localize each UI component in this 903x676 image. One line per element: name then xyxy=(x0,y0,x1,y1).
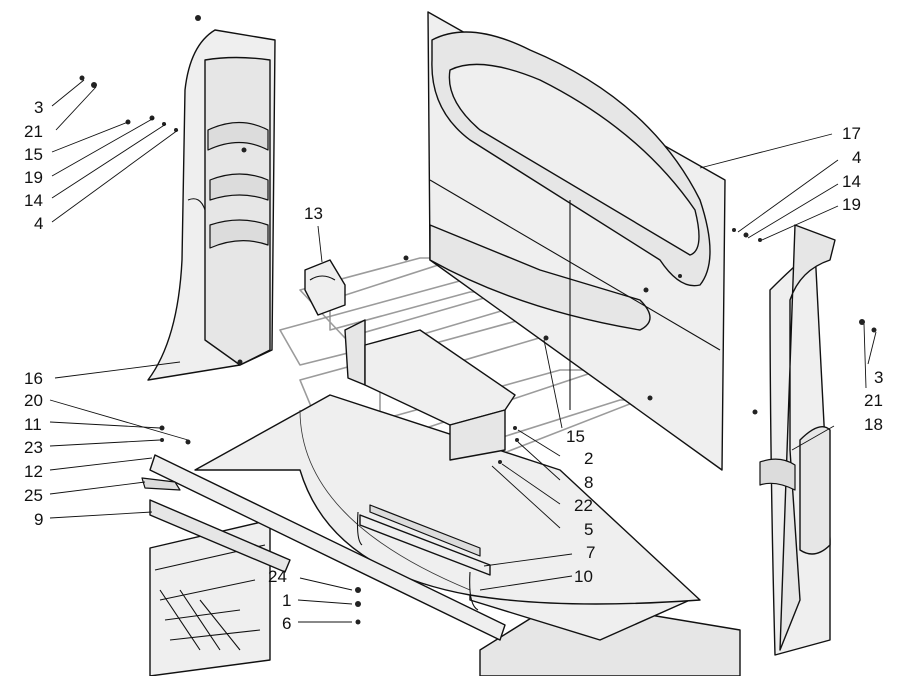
callout-25: 25 xyxy=(24,486,43,505)
callout-5: 5 xyxy=(584,520,593,539)
sill-trim-rail xyxy=(141,454,506,641)
door-panel xyxy=(427,11,726,471)
callout-17: 17 xyxy=(842,124,861,143)
callout-6: 6 xyxy=(282,614,291,633)
callout-13: 13 xyxy=(304,204,323,223)
callout-15-left: 15 xyxy=(24,145,43,164)
callout-19-left: 19 xyxy=(24,168,43,187)
right-pillar-trim xyxy=(752,224,836,656)
callout-14-right: 14 xyxy=(842,172,861,191)
callout-1: 1 xyxy=(282,591,291,610)
callout-12: 12 xyxy=(24,462,43,481)
callout-14-left: 14 xyxy=(24,191,43,210)
callout-3-left: 3 xyxy=(34,98,43,117)
handle-strip xyxy=(356,504,491,611)
callout-3-right: 3 xyxy=(874,368,883,387)
callout-4-left: 4 xyxy=(34,214,43,233)
callout-10: 10 xyxy=(574,567,593,586)
callout-21-right: 21 xyxy=(864,391,883,410)
callout-24: 24 xyxy=(268,567,287,586)
callout-2: 2 xyxy=(584,449,593,468)
bracket xyxy=(304,259,346,316)
storage-box xyxy=(344,319,516,461)
callout-8: 8 xyxy=(584,473,593,492)
callout-22: 22 xyxy=(574,496,593,515)
callout-18: 18 xyxy=(864,415,883,434)
leader-lines xyxy=(49,79,877,623)
callout-7: 7 xyxy=(586,543,595,562)
callout-9: 9 xyxy=(34,510,43,529)
callout-23: 23 xyxy=(24,438,43,457)
callout-19-right: 19 xyxy=(842,195,861,214)
callout-21-left: 21 xyxy=(24,122,43,141)
callout-15-center: 15 xyxy=(566,427,585,446)
callout-labels: 3 21 15 19 14 4 13 16 20 11 23 12 25 9 2… xyxy=(24,98,883,633)
left-pillar-trim xyxy=(147,29,276,381)
callout-16: 16 xyxy=(24,369,43,388)
callout-20: 20 xyxy=(24,391,43,410)
callout-4-right: 4 xyxy=(852,148,861,167)
callout-11: 11 xyxy=(24,415,42,434)
